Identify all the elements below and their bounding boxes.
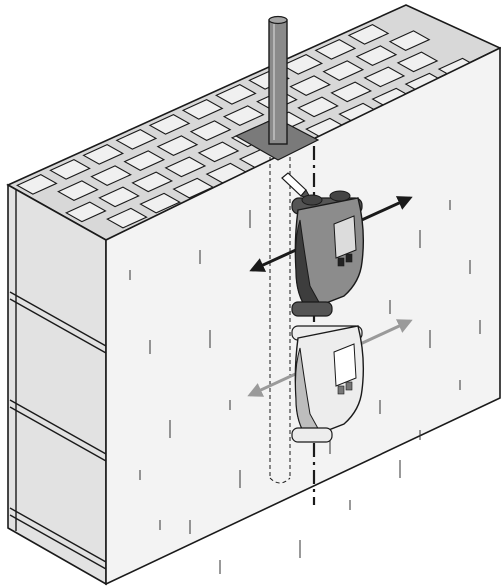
brick-cavity — [115, 129, 158, 150]
brick-cavity — [82, 144, 125, 165]
brick-cavity — [181, 99, 224, 120]
brick-cavity — [131, 171, 174, 193]
brick-cavity — [139, 192, 181, 214]
brick-cavity — [156, 135, 199, 156]
brick-cavity — [297, 96, 339, 118]
brick-cavity — [106, 207, 148, 229]
brick-cavity — [49, 159, 91, 180]
wall-side-courses — [9, 190, 107, 570]
brick-cavity — [57, 180, 99, 201]
brick-cavity — [363, 66, 406, 88]
brick-cavity — [222, 105, 265, 126]
brick-cavity — [314, 39, 357, 60]
brick-cavity — [214, 84, 257, 105]
brick-cavity — [15, 174, 58, 195]
wall-side-face — [7, 183, 107, 586]
brick-cavity — [281, 54, 324, 75]
hidden-pipe — [269, 150, 291, 484]
vertical-pipe-icon — [268, 15, 288, 145]
wall-scanner-dark — [291, 190, 365, 317]
brick-cavity — [189, 120, 232, 141]
brick-cavity — [396, 51, 439, 73]
brick-cavity — [388, 30, 431, 51]
brick-cavity — [123, 150, 166, 171]
brick-cavity — [197, 141, 240, 163]
brick-cavities — [15, 24, 480, 229]
brick-cavity — [289, 75, 331, 96]
brick-cavity — [330, 81, 373, 103]
brick-cavity — [98, 186, 140, 208]
brick-cavity — [164, 156, 207, 178]
wall-scanner-icon — [291, 325, 365, 443]
brick-cavity — [64, 201, 107, 223]
brick-cavity — [355, 45, 398, 66]
brick-cavity — [148, 114, 191, 135]
brick-cavity — [347, 24, 390, 45]
brick-cavity — [322, 60, 365, 81]
brick-cavity — [90, 165, 132, 186]
